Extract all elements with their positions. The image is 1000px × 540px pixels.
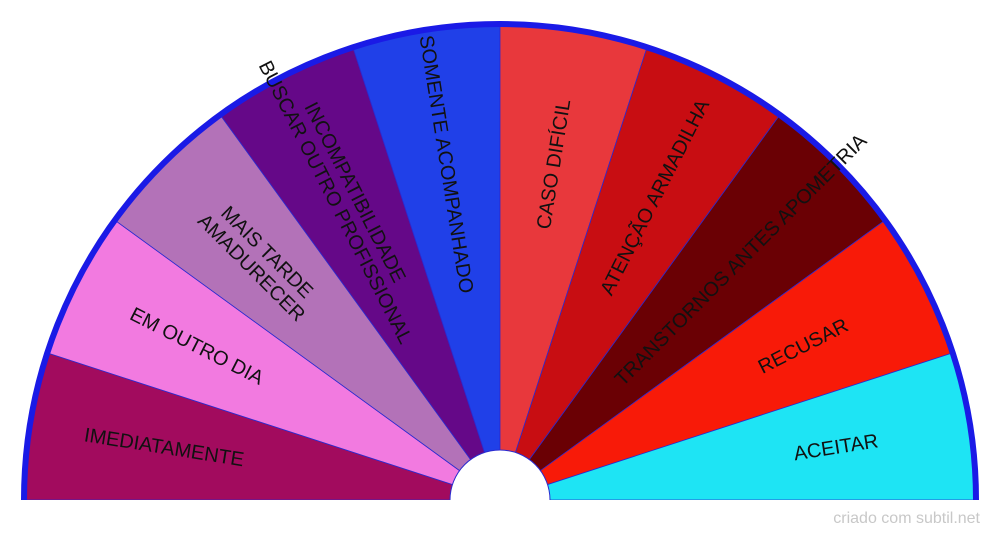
credit-text: criado com subtil.net <box>833 510 980 527</box>
wheel-segments <box>23 23 977 501</box>
wheel-rim <box>21 21 979 501</box>
baseline-mask <box>0 500 1000 540</box>
